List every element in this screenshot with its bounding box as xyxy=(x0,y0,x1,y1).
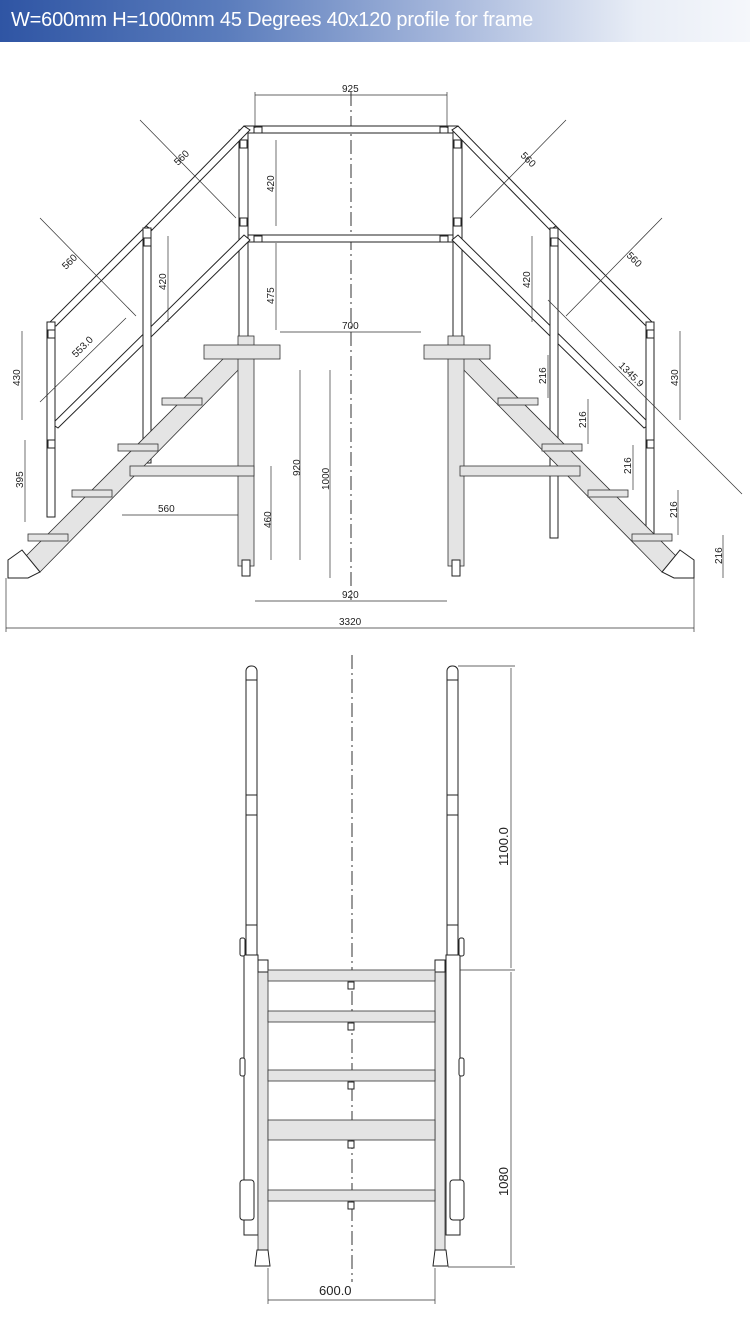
rail-joints xyxy=(47,126,655,449)
side-view-drawing: 925 560 560 560 560 420 420 420 475 553.… xyxy=(5,84,743,632)
left-inner-leg xyxy=(257,959,269,1251)
post-right-mid xyxy=(549,227,559,539)
dim-stair-width: 600.0 xyxy=(319,1283,352,1298)
left-platform-top xyxy=(203,344,281,360)
right-outer-stringer xyxy=(445,954,461,1236)
left-stringer-foot xyxy=(7,549,41,579)
dim-platform-height-total: 1000 xyxy=(321,467,332,490)
front-treads xyxy=(267,969,436,1210)
dim-platform-height-inner: 920 xyxy=(292,459,303,476)
dim-step-rise-4: 216 xyxy=(669,501,680,518)
dim-brace-length: 560 xyxy=(158,504,175,515)
side-dimension-lines xyxy=(5,92,743,632)
dim-step-rise-3: 216 xyxy=(623,457,634,474)
dim-platform-depth: 920 xyxy=(342,590,359,601)
dim-step-rise-2: 216 xyxy=(578,411,589,428)
dim-post-mid-right: 420 xyxy=(522,271,533,288)
front-dimension-lines xyxy=(267,665,515,1304)
right-stringer-foot xyxy=(661,549,695,579)
dim-handrail-height: 1100.0 xyxy=(496,827,511,866)
post-left-end xyxy=(46,321,56,518)
right-stringer-end xyxy=(449,1179,465,1221)
page-title: W=600mm H=1000mm 45 Degrees 40x120 profi… xyxy=(11,9,534,31)
title-banner: W=600mm H=1000mm 45 Degrees 40x120 profi… xyxy=(0,0,750,42)
dim-overall-length: 3320 xyxy=(339,617,362,628)
dim-post-mid-left: 420 xyxy=(158,273,169,290)
right-brace xyxy=(459,465,581,477)
left-brace xyxy=(129,465,255,477)
dim-brace-height: 460 xyxy=(263,511,274,528)
dim-end-post-left: 430 xyxy=(12,369,23,386)
dim-step-rise-1: 216 xyxy=(538,367,549,384)
dim-top-width: 925 xyxy=(342,84,359,95)
right-foot-pad xyxy=(451,559,461,577)
left-stringer-end xyxy=(239,1179,255,1221)
right-treads xyxy=(497,397,673,542)
right-foot xyxy=(432,1249,449,1267)
left-handrail xyxy=(245,665,258,967)
dim-step-rise-5: 216 xyxy=(714,547,725,564)
dim-platform-gap: 700 xyxy=(342,321,359,332)
left-treads xyxy=(27,397,203,542)
dim-post-lower-left: 475 xyxy=(266,287,277,304)
right-handrail xyxy=(446,665,459,967)
dim-end-post-right: 430 xyxy=(670,369,681,386)
dim-post-upper-left: 420 xyxy=(266,175,277,192)
dim-stair-height: 1080 xyxy=(496,1167,511,1196)
left-foot xyxy=(254,1249,271,1267)
dim-lower-post-left: 395 xyxy=(15,471,26,488)
right-inner-leg xyxy=(434,959,446,1251)
right-platform-top xyxy=(423,344,491,360)
left-foot-pad xyxy=(241,559,251,577)
